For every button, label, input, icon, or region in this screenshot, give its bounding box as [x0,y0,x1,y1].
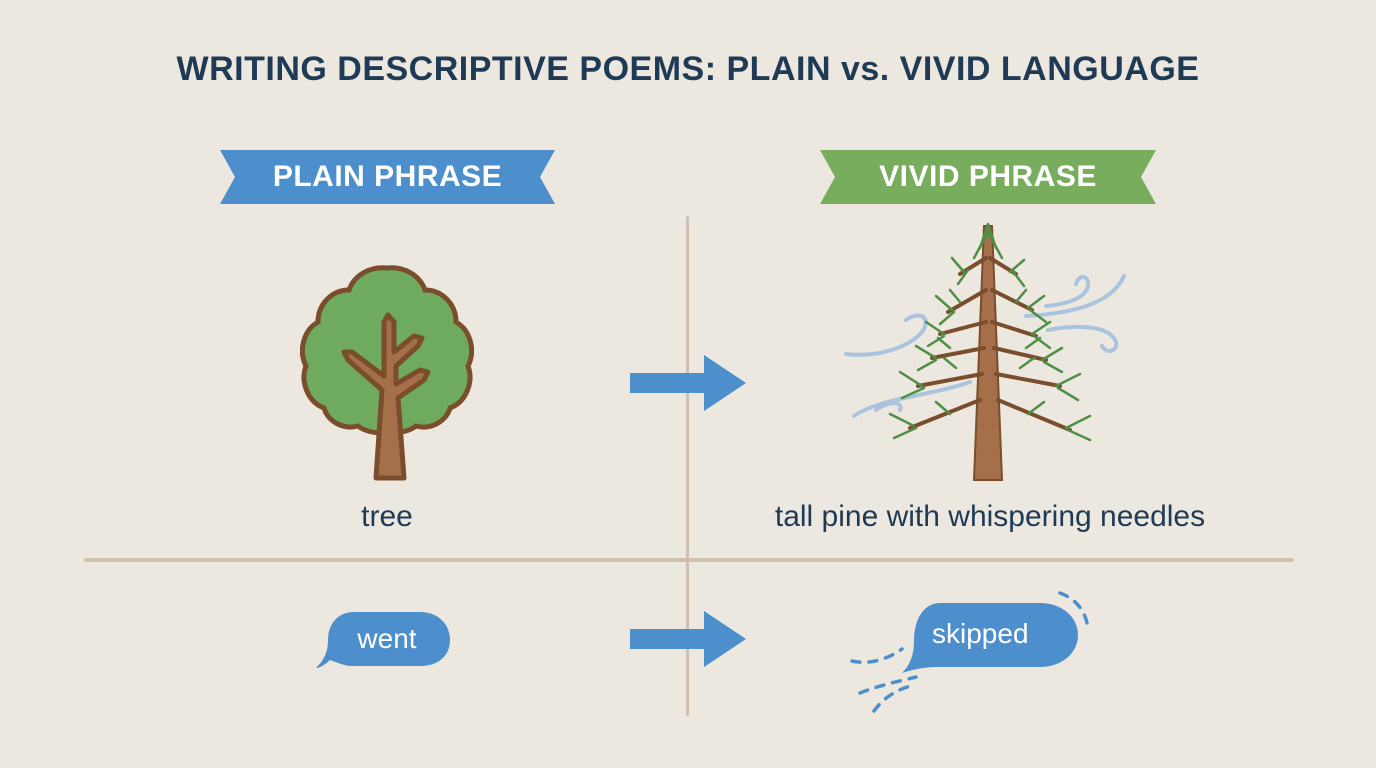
pine-tree-wind-icon [840,218,1140,490]
plain-phrase-label: PLAIN PHRASE [272,160,503,193]
ribbon-shape [220,150,555,204]
vertical-divider [686,216,689,716]
horizontal-divider [84,558,1294,562]
simple-tree-icon [300,260,474,490]
plain-phrase-banner: PLAIN PHRASE [220,150,555,204]
right-arrow-icon [630,355,746,415]
right-arrow-icon [630,611,746,671]
page-title: WRITING DESCRIPTIVE POEMS: PLAIN vs. VIV… [176,50,1200,88]
vivid-word-skipped: skipped [932,618,1029,649]
ribbon-shape [820,150,1156,204]
vivid-phrase-pine: tall pine with whispering needles [774,500,1206,533]
plain-word-went: went [357,623,417,654]
speech-bubble-motion: skipped [840,585,1100,715]
vivid-phrase-label: VIVID PHRASE [879,160,1097,193]
plain-word-tree: tree [361,500,413,533]
vivid-phrase-banner: VIVID PHRASE [820,150,1156,204]
speech-bubble: went [316,610,452,670]
